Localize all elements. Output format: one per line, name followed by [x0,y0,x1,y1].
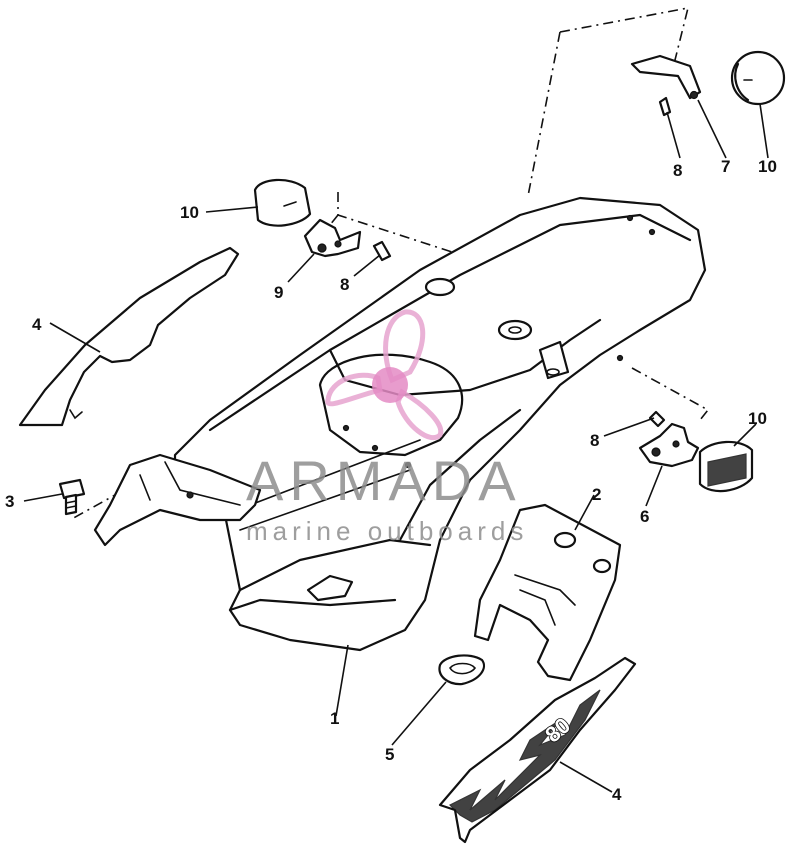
turn-signal-right-part-10 [698,440,754,493]
callout-9: 9 [274,283,283,302]
watermark-subtitle: marine outboards [246,516,528,546]
callout-8-mid: 8 [340,275,349,294]
callout-5: 5 [385,745,394,764]
watermark-title: ARMADA [246,449,522,512]
turn-signal-top-part-10 [730,50,786,106]
grommet-part-5 [438,654,486,686]
side-decal-bottom-part-4: 80 [438,656,637,844]
callout-4-bottom: 4 [612,785,622,804]
bracket-right-part-6 [638,422,700,468]
propeller-logo [325,309,444,441]
bracket-top-part-7 [630,54,702,100]
leader-lines [23,99,769,793]
turn-signal-left-part-10 [253,178,312,227]
frame-rail [93,453,262,547]
screw-top-part-8 [658,96,672,117]
callout-7: 7 [721,157,730,176]
callout-labels: 8 7 10 10 9 8 4 3 8 10 6 2 1 5 4 [5,157,777,804]
callout-8-right: 8 [590,431,599,450]
callout-10-left: 10 [180,203,199,222]
callout-4-left: 4 [32,315,42,334]
bolt-part-3 [58,478,86,516]
side-decal-left-part-4 [18,246,240,427]
callout-6: 6 [640,507,649,526]
callout-8-top: 8 [673,161,682,180]
inner-panel-part-2 [473,503,622,682]
callout-2: 2 [592,485,601,504]
callout-1: 1 [330,709,339,728]
callout-3: 3 [5,492,14,511]
screw-right-part-8 [648,410,666,428]
callout-10-right: 10 [748,409,767,428]
bracket-left-part-9 [303,218,362,258]
watermark: ARMADA marine outboards [246,309,528,546]
callout-10-top: 10 [758,157,777,176]
